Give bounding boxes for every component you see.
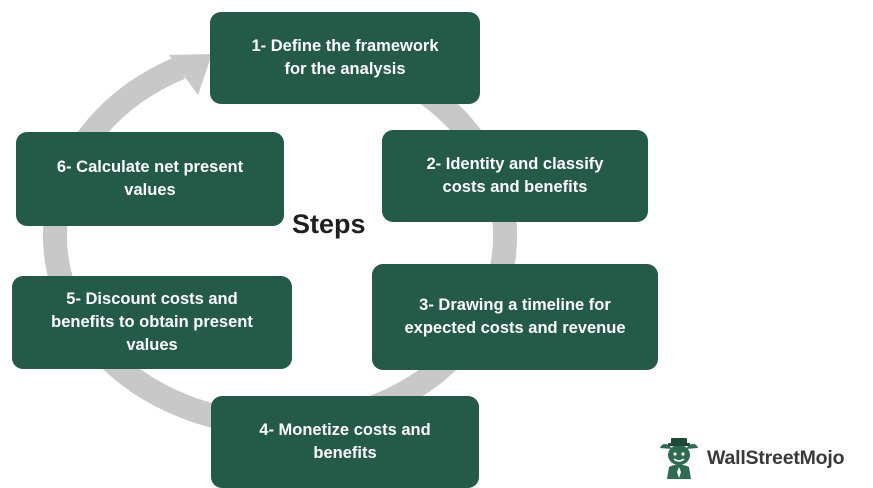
bull-mascot-icon [660, 438, 698, 479]
step-1-label: 1- Define the framework for the analysis [251, 37, 439, 78]
step-6-label: 6- Calculate net present values [56, 158, 244, 199]
step-6-box: 6- Calculate net present values [16, 132, 284, 226]
step-1-box: 1- Define the framework for the analysis [210, 12, 480, 104]
step-2-box: 2- Identity and classify costs and benef… [382, 130, 648, 222]
step-5-label: 5- Discount costs and benefits to obtain… [51, 290, 253, 354]
step-5-box: 5- Discount costs and benefits to obtain… [12, 276, 292, 369]
step-4-box: 4- Monetize costs and benefits [211, 396, 479, 488]
step-3-label: 3- Drawing a timeline for expected costs… [404, 296, 626, 337]
step-3-box: 3- Drawing a timeline for expected costs… [372, 264, 658, 370]
logo-wordmark: WallStreetMojo [707, 446, 845, 469]
cycle-arrow-head-icon [169, 54, 212, 95]
brand-logo: WallStreetMojo [656, 436, 845, 480]
center-label: Steps [292, 209, 366, 239]
step-2-label: 2- Identity and classify costs and benef… [426, 155, 604, 196]
step-4-label: 4- Monetize costs and benefits [259, 421, 431, 462]
